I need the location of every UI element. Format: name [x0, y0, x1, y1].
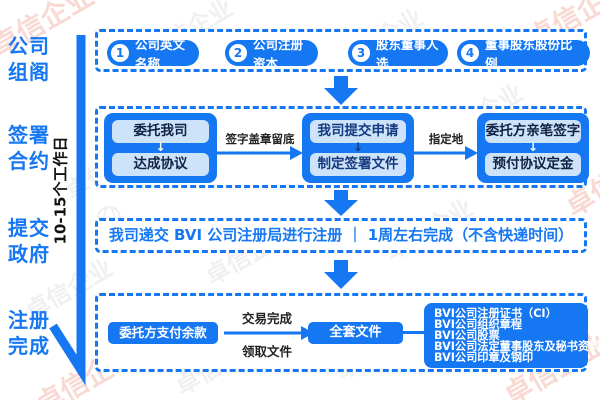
stage3-box — [95, 218, 587, 253]
down-arrow-icon — [324, 190, 358, 216]
step-pill-label: 公司注册资本 — [253, 37, 304, 71]
document-list-item: BVI公司注册证书（CI） — [434, 307, 557, 320]
document-list-item: BVI公司组织章程 — [434, 318, 523, 331]
group-client-sign: 委托方亲笔签字 ↓ 预付协议定金 — [477, 113, 589, 183]
arrow-label-sign-seal: 签字盖章留底 — [225, 132, 295, 146]
arrow-label-collect-docs: 领取文件 — [241, 344, 292, 359]
flow-arrow-icon — [217, 146, 303, 160]
substep-prepare-documents: 制定签署文件 — [310, 153, 406, 176]
step-pill-company-name: 1 公司英文名称 — [107, 37, 199, 71]
substep-client-signature: 委托方亲笔签字 — [485, 120, 581, 143]
substep-submit-application: 我司提交申请 — [310, 120, 406, 143]
flow-arrow-icon — [224, 326, 314, 340]
submission-status-text: 我司递交 BVI 公司注册局进行注册 ｜ 1周左右完成（不含快递时间） — [108, 226, 574, 244]
step-pill-label: 股东董事人选 — [376, 37, 439, 71]
document-list-item: BVI公司印章及钢印 — [434, 351, 534, 364]
stage-label-submit-gov: 提交政府 — [8, 216, 50, 266]
step-number-badge: 1 — [111, 44, 129, 62]
step-pill-directors: 3 股东董事人选 — [348, 37, 448, 71]
stage-label-company-setup: 公司组阁 — [8, 34, 50, 84]
document-list-box: BVI公司注册证书（CI） BVI公司组织章程 BVI公司股票 BVI公司法定董… — [424, 303, 600, 368]
document-list-item: BVI公司股票 — [434, 329, 500, 342]
timeline-duration-label: 10-15个工作日 — [51, 136, 70, 245]
stage-label-sign-contract: 签署合约 — [8, 123, 50, 173]
pay-balance-button: 委托方支付余款 — [108, 322, 218, 344]
substep-deposit: 预付协议定金 — [485, 153, 581, 176]
group-entrust-us: 委托我司 ↓ 达成协议 — [104, 113, 217, 183]
substep-agreement: 达成协议 — [112, 153, 209, 176]
down-arrow-icon: ↓ — [527, 140, 539, 154]
step-pill-capital: 2 公司注册资本 — [225, 37, 318, 71]
substep-entrust: 委托我司 — [112, 120, 209, 143]
arrow-label-deal-done: 交易完成 — [241, 311, 292, 326]
arrow-label-designated-place: 指定地 — [428, 132, 464, 146]
document-list-item: BVI公司法定董事股东及秘书资料 — [434, 340, 600, 353]
timeline-bracket-arrow — [49, 35, 86, 386]
step-number-badge: 2 — [229, 44, 247, 62]
full-document-set-button: 全套文件 — [308, 322, 403, 344]
down-arrow-icon — [324, 260, 358, 289]
group-submit-application: 我司提交申请 ↓ 制定签署文件 — [302, 113, 414, 183]
connector-line — [402, 331, 424, 334]
step-number-badge: 4 — [461, 44, 479, 62]
step-pill-label: 公司英文名称 — [135, 37, 186, 71]
flow-arrow-icon — [414, 146, 478, 160]
step-pill-share-ratio: 4 董事股东股份比例 — [457, 37, 590, 71]
down-arrow-icon: ↓ — [155, 140, 166, 154]
step-number-badge: 3 — [352, 44, 370, 62]
stage-label-register-done: 注册完成 — [8, 308, 50, 358]
down-arrow-icon: ↓ — [352, 140, 364, 154]
down-arrow-icon — [324, 76, 358, 105]
step-pill-label: 董事股东股份比例 — [485, 37, 573, 71]
